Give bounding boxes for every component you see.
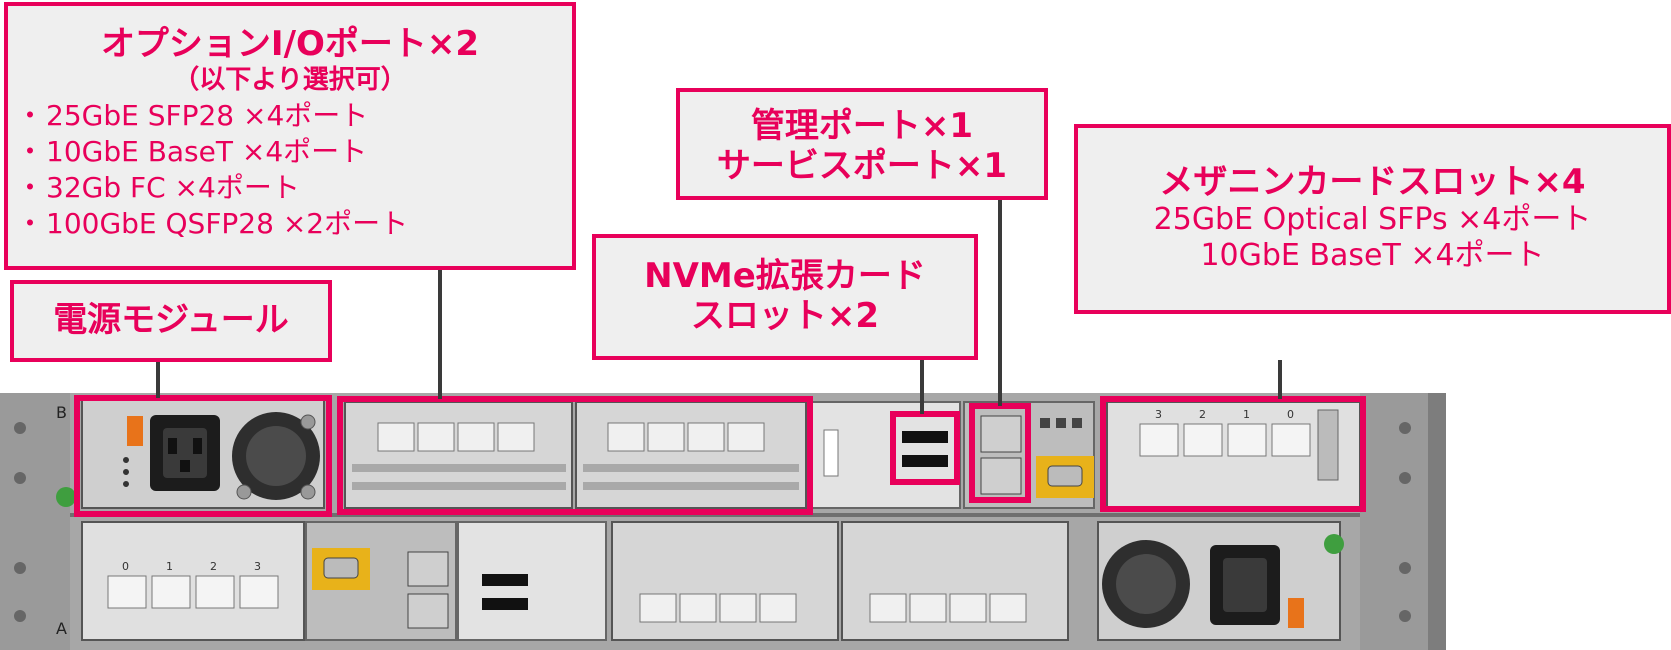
callout-mgmt: 管理ポート×1 サービスポート×1 bbox=[676, 88, 1048, 200]
mezz-port-number: 3 bbox=[1155, 408, 1162, 421]
mgmt-line2: サービスポート×1 bbox=[716, 146, 1008, 186]
option-io-subtitle: （以下より選択可） bbox=[173, 65, 407, 95]
list-item: ・100GbE QSFP28 ×2ポート bbox=[8, 206, 572, 242]
serial-port-icon bbox=[1047, 465, 1083, 487]
callout-option-io: オプションI/Oポート×2 （以下より選択可） ・25GbE SFP28 ×4ポ… bbox=[4, 2, 576, 270]
bullet-icon: ・ bbox=[16, 99, 45, 132]
service-port-icon bbox=[980, 457, 1022, 495]
bullet-icon: ・ bbox=[16, 207, 45, 240]
highlight-mgmt bbox=[969, 403, 1031, 503]
mezz-port-number: 3 bbox=[254, 560, 261, 573]
rack-ear-right bbox=[1360, 393, 1428, 650]
list-item: ・10GbE BaseT ×4ポート bbox=[8, 134, 572, 170]
psu-latch bbox=[127, 416, 143, 446]
nvme-line2: スロット×2 bbox=[690, 296, 880, 336]
highlight-option-io bbox=[337, 396, 813, 515]
leader-option-io bbox=[438, 270, 442, 399]
callout-mezzanine: メザニンカードスロット×4 25GbE Optical SFPs ×4ポート 1… bbox=[1074, 124, 1671, 314]
mezz-port-number: 2 bbox=[1199, 408, 1206, 421]
rack-rail-right bbox=[1428, 393, 1446, 650]
leader-mezzanine bbox=[1278, 360, 1282, 399]
mezzanine-item: 10GbE BaseT ×4ポート bbox=[1200, 238, 1545, 273]
nvme-line1: NVMe拡張カード bbox=[644, 256, 926, 296]
mezz-port-number: 1 bbox=[1243, 408, 1250, 421]
highlight-nvme bbox=[890, 411, 960, 485]
highlight-psu bbox=[74, 395, 332, 517]
bullet-icon: ・ bbox=[16, 171, 45, 204]
option-io-list: ・25GbE SFP28 ×4ポート ・10GbE BaseT ×4ポート ・3… bbox=[8, 98, 572, 242]
nvme-slot-1 bbox=[902, 431, 948, 443]
controller-label-a: A bbox=[56, 619, 67, 638]
management-port-icon bbox=[980, 415, 1022, 453]
psu-title: 電源モジュール bbox=[53, 300, 289, 340]
list-item: ・25GbE SFP28 ×4ポート bbox=[8, 98, 572, 134]
io-card-1 bbox=[344, 401, 573, 509]
mezz-port-number: 0 bbox=[122, 560, 129, 573]
callout-psu: 電源モジュール bbox=[10, 280, 332, 362]
controller-label-b: B bbox=[56, 403, 67, 422]
mgmt-line1: 管理ポート×1 bbox=[750, 106, 974, 146]
rack-ear-left bbox=[0, 393, 70, 650]
leader-nvme bbox=[920, 360, 924, 414]
mezzanine-title: メザニンカードスロット×4 bbox=[1159, 162, 1586, 202]
mezz-port-number: 0 bbox=[1287, 408, 1294, 421]
io-card-2 bbox=[575, 401, 807, 509]
mezz-port-number: 2 bbox=[210, 560, 217, 573]
leader-psu bbox=[156, 362, 160, 398]
list-item: ・32Gb FC ×4ポート bbox=[8, 170, 572, 206]
bullet-icon: ・ bbox=[16, 135, 45, 168]
option-io-title: オプションI/Oポート×2 bbox=[100, 24, 480, 64]
mezz-port-number: 1 bbox=[166, 560, 173, 573]
callout-nvme: NVMe拡張カード スロット×2 bbox=[592, 234, 978, 360]
leader-mgmt bbox=[998, 200, 1002, 406]
highlight-mezzanine bbox=[1100, 396, 1366, 512]
mezzanine-item: 25GbE Optical SFPs ×4ポート bbox=[1153, 202, 1592, 237]
nvme-slot-2 bbox=[902, 455, 948, 467]
